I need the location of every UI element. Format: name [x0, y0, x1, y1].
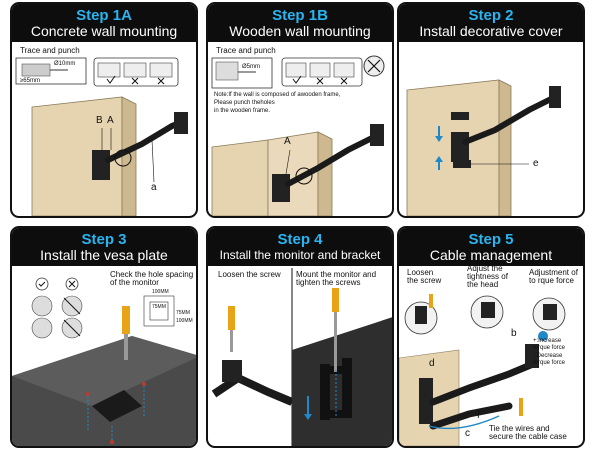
panel-header: Step 3 Install the vesa plate	[12, 228, 196, 266]
loosen-screw-line-1: Loosen	[407, 268, 434, 277]
mount-monitor-label-line-2: tighten the screws	[296, 278, 361, 287]
step-title: Install decorative cover	[419, 23, 563, 39]
step-4-illustration: Loosen the screw Mount the monitor and t…	[208, 266, 392, 446]
wood-frame-note-line-1: Note:If the wall is composed of awooden …	[214, 92, 341, 98]
adjust-force-line-2: to rque force	[529, 276, 574, 285]
panel-step-5: Step 5 Cable management Loosen the screw…	[397, 226, 585, 448]
panel-step-2: Step 2 Install decorative cover e	[397, 2, 585, 218]
spacing-75-side: 75MM	[176, 310, 190, 316]
loosen-screw-line-2: the screw	[407, 276, 442, 285]
panel-step-1a: Step 1A Concrete wall mounting	[10, 2, 198, 218]
vesa-plate-diagram	[12, 277, 196, 446]
step-title: Concrete wall mounting	[30, 23, 178, 39]
step-1a-illustration: Trace and punch Ø10mm ≥65mm B A a	[12, 42, 196, 216]
step-3-illustration: Check the hole spacing of the monitor 10…	[12, 266, 196, 446]
step-title: Install the vesa plate	[40, 247, 168, 263]
callout-b: B	[96, 115, 103, 126]
callout-b: b	[511, 328, 517, 339]
tie-wires-line-2: secure the cable case	[489, 432, 567, 441]
hole-spacing-text-line-1: Check the hole spacing	[110, 270, 194, 279]
step-number: Step 2	[468, 7, 514, 24]
drill-diameter-label: Ø10mm	[54, 61, 76, 67]
panel-step-3: Step 3 Install the vesa plate	[10, 226, 198, 448]
wood-frame-note-line-3: in the wooden frame.	[214, 108, 271, 114]
step-title: Install the monitor and bracket	[219, 248, 381, 262]
panel-header: Step 1B Wooden wall mounting	[208, 4, 392, 42]
tie-wires-line-1: Tie the wires and	[489, 424, 550, 433]
step-5-illustration: Loosen the screw Adjust the tightness of…	[399, 264, 583, 446]
decrease-torque-line-2: torque force	[533, 360, 566, 366]
drill-diameter-label: Ø5mm	[242, 64, 260, 70]
callout-c: c	[465, 428, 470, 439]
panel-step-4: Step 4 Install the monitor and bracket L…	[206, 226, 394, 448]
callout-e: e	[533, 158, 539, 169]
step-number: Step 4	[277, 231, 323, 248]
step-number: Step 5	[468, 231, 514, 248]
wood-frame-note-line-2: Please punch theholes	[214, 100, 275, 106]
spacing-100-top: 100MM	[152, 289, 169, 295]
step-1b-illustration: Trace and punch Ø5mm Note:If the wall is…	[208, 42, 392, 216]
step-number: Step 1B	[272, 7, 328, 24]
concrete-wall-diagram	[15, 57, 188, 216]
panel-header: Step 5 Cable management	[399, 228, 583, 266]
loosen-screw-label: Loosen the screw	[218, 270, 281, 279]
panel-step-1b: Step 1B Wooden wall mounting	[206, 2, 394, 218]
drill-depth-label: ≥65mm	[20, 78, 40, 84]
step-title: Wooden wall mounting	[229, 23, 371, 39]
decrease-torque-line-1: -:Decrease	[533, 353, 563, 359]
panel-header: Step 2 Install decorative cover	[399, 4, 583, 42]
adjust-head-line-1: Adjust the	[467, 264, 503, 273]
callout-d: d	[429, 358, 435, 369]
panel-header: Step 1A Concrete wall mounting	[12, 4, 196, 42]
decorative-cover-diagram	[406, 79, 561, 216]
callout-f: f	[477, 410, 480, 421]
spacing-100-side: 100MM	[176, 318, 193, 324]
wooden-wall-diagram	[211, 55, 385, 216]
callout-arm-a: a	[151, 182, 157, 193]
step-number: Step 1A	[76, 7, 132, 24]
adjust-head-line-2: tightness of	[467, 272, 508, 281]
cable-management-diagram	[399, 294, 566, 446]
trace-and-punch-label: Trace and punch	[216, 46, 276, 55]
step-2-illustration: e	[399, 42, 583, 216]
step-title: Cable management	[429, 247, 553, 263]
hole-spacing-text-line-2: of the monitor	[110, 278, 159, 287]
increase-torque-line-2: torque force	[533, 345, 566, 351]
callout-a: A	[107, 115, 114, 126]
mount-monitor-label-line-1: Mount the monitor and	[296, 270, 377, 279]
step-number: Step 3	[81, 231, 127, 248]
spacing-75-top: 75MM	[152, 304, 166, 310]
callout-a: A	[284, 136, 291, 147]
increase-torque-line-1: +:Increase	[533, 338, 562, 344]
adjust-head-line-3: the head	[467, 280, 499, 289]
trace-and-punch-label: Trace and punch	[20, 46, 80, 55]
adjust-force-line-1: Adjustment of	[529, 268, 578, 277]
monitor-mount-diagram	[211, 268, 392, 446]
panel-header: Step 4 Install the monitor and bracket	[208, 228, 392, 266]
